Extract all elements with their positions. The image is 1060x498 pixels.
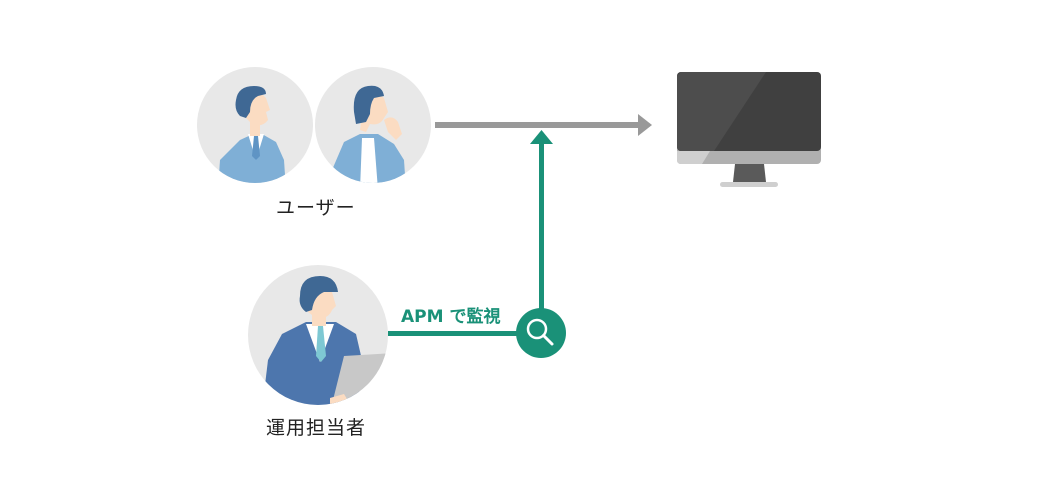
businesswoman-avatar-icon <box>315 67 431 183</box>
users-to-system-arrow <box>435 114 652 136</box>
users-label: ユーザー <box>276 197 356 219</box>
apm-monitoring-label: APM で監視 <box>401 307 501 327</box>
operator-with-laptop-icon <box>248 265 388 405</box>
operator-label: 運用担当者 <box>266 417 367 439</box>
apm-monitoring-connector <box>388 130 553 336</box>
businessman-avatar-icon <box>197 67 313 183</box>
magnifier-icon <box>516 308 566 358</box>
desktop-monitor-icon <box>677 72 821 187</box>
